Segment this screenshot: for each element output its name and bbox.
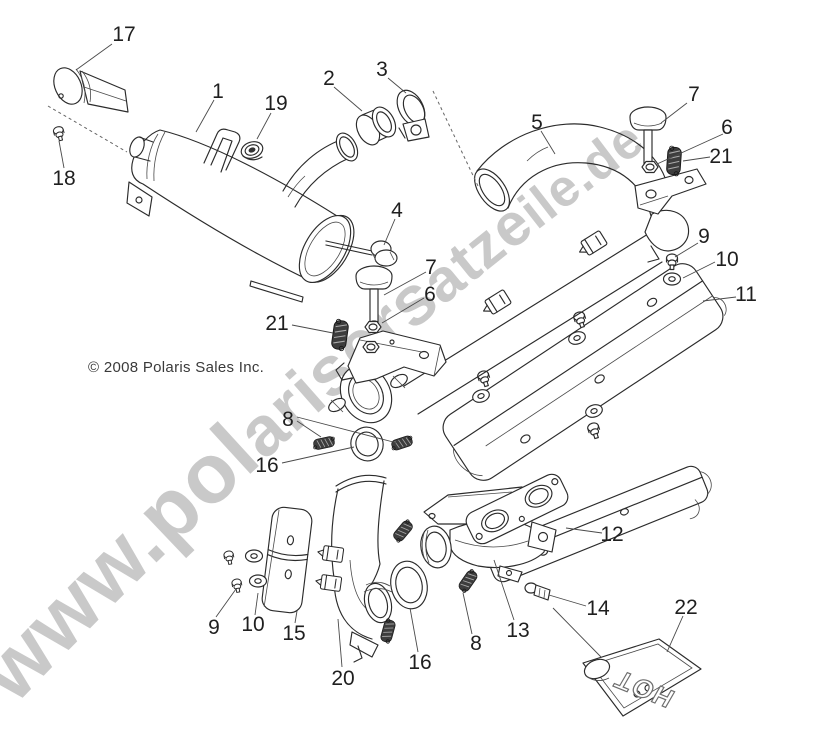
washer-10: [244, 549, 264, 563]
callout-22: 22: [674, 596, 697, 619]
spring-8b: [456, 567, 480, 595]
callout-labels: 1 2 3 4 5 6 6 7 7 8 8 9 9 10 10 11 12 13…: [52, 23, 757, 690]
callout-10a: 10: [241, 613, 264, 636]
leader-lines: [58, 43, 737, 668]
manifold-gasket-12: [465, 473, 569, 545]
callout-4: 4: [391, 199, 403, 222]
callout-6b: 6: [721, 116, 733, 139]
callout-8a: 8: [282, 408, 294, 431]
spring-8: [390, 517, 416, 545]
nut-6b: [641, 160, 659, 174]
callout-14: 14: [586, 597, 610, 620]
tube-end-flange: [328, 364, 408, 424]
callout-9b: 9: [698, 225, 710, 248]
callout-1: 1: [212, 80, 224, 103]
callout-6a: 6: [424, 283, 436, 306]
exhaust-pipe-20: [314, 474, 393, 663]
gasket-ring-16b: [390, 560, 428, 610]
hot-warning-plate-22: HOT: [582, 638, 702, 717]
screw-18: [52, 125, 67, 143]
callout-10b: 10: [715, 248, 738, 271]
bolt-9: [222, 549, 236, 566]
bolt-9a: [230, 577, 244, 594]
callout-3: 3: [376, 58, 388, 81]
pipe-clip-icon: [574, 229, 609, 260]
copyright-text: © 2008 Polaris Sales Inc.: [88, 359, 264, 376]
spark-arrestor-17: [53, 67, 129, 113]
bolt-4: [370, 240, 398, 267]
callout-18: 18: [52, 167, 75, 190]
callout-13: 13: [506, 619, 529, 642]
washer-10a: [248, 574, 268, 588]
washer-10b: [662, 272, 682, 286]
callout-8b: 8: [470, 632, 482, 655]
callout-19: 19: [264, 92, 287, 115]
callout-5: 5: [531, 111, 543, 134]
callout-17: 17: [112, 23, 135, 46]
callout-12: 12: [600, 523, 623, 546]
callout-7b: 7: [688, 83, 700, 106]
callout-16a: 16: [255, 454, 278, 477]
nut-6a: [364, 320, 382, 334]
callout-15: 15: [282, 622, 305, 645]
support-bracket: [335, 330, 447, 384]
callout-21a: 21: [265, 312, 288, 335]
spring-8a: [311, 435, 337, 451]
clamp-3: [396, 89, 430, 142]
callout-9a: 9: [208, 616, 220, 639]
callout-20: 20: [331, 667, 354, 690]
pipe-seal-2: [355, 106, 397, 146]
spring-8a: [389, 434, 415, 452]
bolt-14: [524, 582, 551, 601]
grommet-19: [240, 141, 264, 161]
callout-16b: 16: [408, 651, 431, 674]
junction-bracket: [634, 168, 707, 215]
spring-21b: [665, 145, 683, 177]
pipe-clip-icon: [478, 288, 513, 319]
callout-21b: 21: [709, 145, 732, 168]
shield-bolt-icon: [586, 421, 603, 441]
heat-shield-15: [261, 506, 313, 614]
callout-2: 2: [323, 67, 335, 90]
muffler-1: [126, 128, 373, 303]
gasket-ring-16a: [350, 426, 384, 462]
callout-7a: 7: [425, 256, 437, 279]
assembly-dash-line: [432, 90, 479, 187]
callout-11: 11: [735, 283, 757, 306]
